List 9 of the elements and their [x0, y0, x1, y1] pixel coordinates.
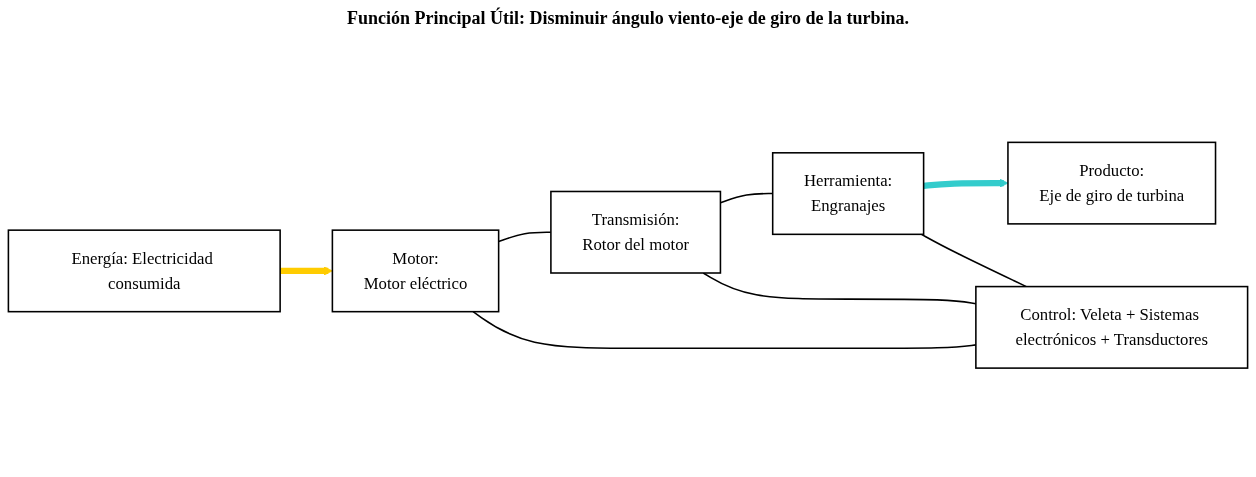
node-box: Motor: Motor eléctrico	[331, 229, 500, 313]
node-box: Herramienta: Engranajes	[771, 151, 925, 235]
connector	[920, 233, 1028, 288]
diagram-title: Función Principal Útil: Disminuir ángulo viento-eje de giro de la turbina.	[347, 8, 909, 29]
node-box: Energía: Electricidad consumida	[7, 229, 281, 313]
arrow	[280, 266, 333, 276]
node-box: Transmisión: Rotor del motor	[550, 190, 722, 274]
node-box: Control: Veleta + Sistemas electrónicos + Transductores	[975, 285, 1249, 369]
node-box: Producto: Eje de giro de turbina	[1007, 141, 1217, 225]
